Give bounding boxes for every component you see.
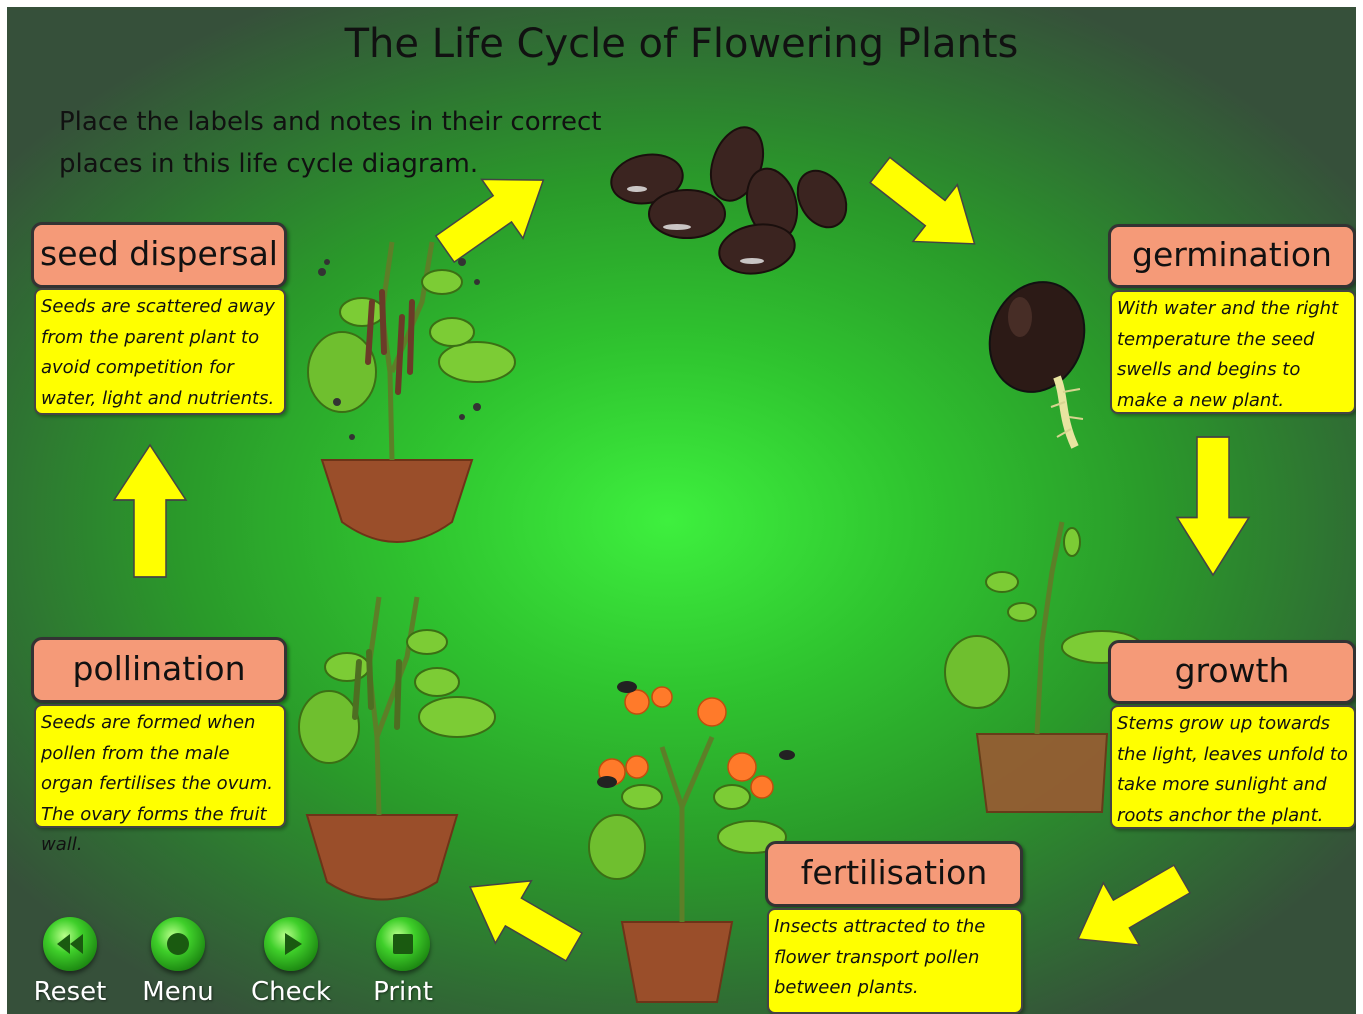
seeds-image[interactable] (607, 119, 852, 284)
note-fertilisation[interactable]: Insects attracted to the flower transpor… (767, 908, 1023, 1014)
play-icon (264, 917, 318, 971)
label-seed-dispersal[interactable]: seed dispersal (31, 222, 287, 288)
arrow-to-fertilisation (1060, 848, 1200, 970)
menu-button[interactable] (151, 917, 205, 971)
label-growth[interactable]: growth (1108, 640, 1356, 704)
note-growth[interactable]: Stems grow up towards the light, leaves … (1110, 705, 1356, 829)
note-seed-dispersal[interactable]: Seeds are scattered away from the parent… (34, 288, 286, 415)
note-pollination[interactable]: Seeds are formed when pollen from the ma… (34, 704, 286, 828)
menu-label: Menu (123, 977, 233, 1007)
circle-icon (151, 917, 205, 971)
pollination-plant-image[interactable] (287, 587, 502, 912)
check-button[interactable] (264, 917, 318, 971)
label-fertilisation[interactable]: fertilisation (765, 841, 1023, 907)
activity-stage: The Life Cycle of Flowering Plants Place… (7, 7, 1356, 1014)
germinating-seed-image[interactable] (985, 277, 1095, 452)
label-pollination[interactable]: pollination (31, 637, 287, 703)
stop-icon (376, 917, 430, 971)
reset-button[interactable] (43, 917, 97, 971)
seed-dispersal-plant-image[interactable] (302, 222, 527, 552)
arrow-to-growth (1177, 437, 1249, 575)
note-germination[interactable]: With water and the right temperature the… (1110, 290, 1356, 414)
arrow-to-seed-dispersal (114, 445, 186, 577)
label-germination[interactable]: germination (1108, 224, 1356, 288)
rewind-icon (43, 917, 97, 971)
check-label: Check (236, 977, 346, 1007)
print-label: Print (348, 977, 458, 1007)
reset-label: Reset (15, 977, 125, 1007)
arrow-to-germination (858, 142, 997, 273)
print-button[interactable] (376, 917, 430, 971)
